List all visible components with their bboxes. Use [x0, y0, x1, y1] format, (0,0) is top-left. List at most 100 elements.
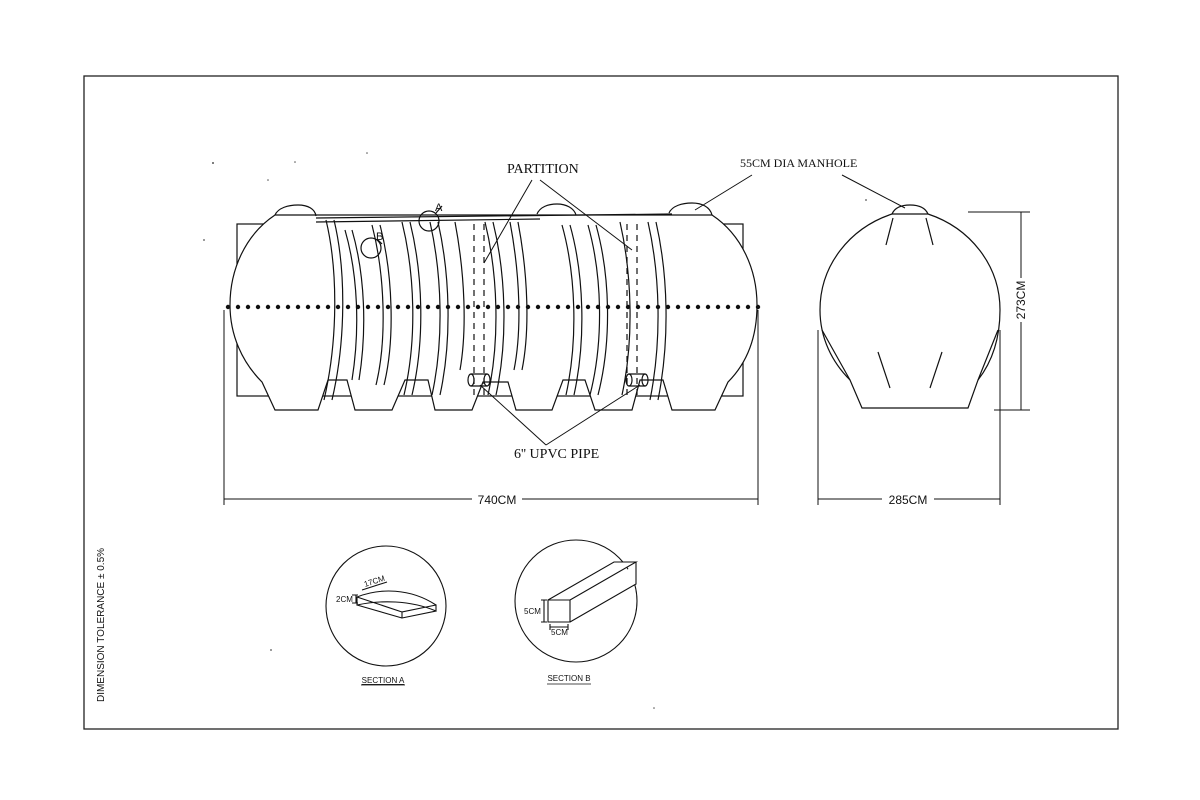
- tank-top-line: [315, 213, 673, 219]
- centerline-dot: [565, 304, 571, 310]
- centerline-dot: [545, 304, 551, 310]
- rib-7: [484, 221, 505, 396]
- centerline-dot: [575, 304, 581, 310]
- height-dimension: 273CM: [1014, 281, 1028, 320]
- centerline-dot: [705, 304, 711, 310]
- scan-specks: [203, 152, 867, 709]
- section-b-title: SECTION B: [547, 674, 590, 683]
- partition-lines: [473, 224, 638, 398]
- centerline-dot: [625, 304, 631, 310]
- end-view: [819, 204, 1001, 409]
- marker-b-label: B: [376, 231, 383, 243]
- centerline-dot: [415, 304, 421, 310]
- manhole-label: 55CM DIA MANHOLE: [740, 156, 857, 170]
- dimension-lines: [223, 211, 1030, 505]
- section-b-width: 5CM: [551, 628, 568, 637]
- section-b-bar: [547, 561, 639, 623]
- section-a-profile: [356, 590, 437, 619]
- centerline-dot: [465, 304, 471, 310]
- centerline-dot: [265, 304, 271, 310]
- end-view-lower-flare: [821, 329, 999, 381]
- tolerance-note: DIMENSION TOLERANCE ± 0.5%: [96, 548, 107, 702]
- centerline-dot: [675, 304, 681, 310]
- end-view-manhole: [891, 204, 929, 215]
- rib-8: [509, 221, 528, 371]
- centerline-dot: [525, 304, 531, 310]
- rib-3: [371, 224, 392, 386]
- centerline-dot: [315, 304, 321, 310]
- centerline-dot: [615, 304, 621, 310]
- section-a-width: 17CM: [363, 574, 386, 589]
- section-marker-b: [360, 237, 382, 259]
- centerline-dot: [385, 304, 391, 310]
- centerline-dot: [235, 304, 241, 310]
- centerline-dot: [425, 304, 431, 310]
- centerline-dot: [685, 304, 691, 310]
- upvc-pipe-2: [625, 373, 649, 387]
- side-view: [229, 202, 758, 411]
- manhole-3: [668, 202, 713, 216]
- section-b-circle: [514, 539, 638, 663]
- centerline-dot: [335, 304, 341, 310]
- centerline-dot: [375, 304, 381, 310]
- end-view-outline: [819, 213, 1001, 409]
- marker-a-label: A: [435, 202, 443, 214]
- centerline-dot: [485, 304, 491, 310]
- centerline-dot: [755, 304, 761, 310]
- centerline-dot: [435, 304, 441, 310]
- section-a-thickness: 2CM: [336, 595, 353, 604]
- section-b-height: 5CM: [524, 607, 541, 616]
- centerline-dot: [305, 304, 311, 310]
- leader-lines: [479, 174, 906, 446]
- partition-label: PARTITION: [507, 162, 579, 177]
- side-centerline-dots: [225, 304, 761, 310]
- centerline-dot: [515, 304, 521, 310]
- centerline-dot: [455, 304, 461, 310]
- centerline-dot: [555, 304, 561, 310]
- centerline-dot: [345, 304, 351, 310]
- centerline-dot: [365, 304, 371, 310]
- length-dimension: 740CM: [478, 493, 517, 507]
- pipe-label: 6'' UPVC PIPE: [514, 447, 599, 462]
- upvc-pipe-1: [467, 373, 491, 387]
- centerline-dot: [745, 304, 751, 310]
- end-view-brace-bottom: [877, 351, 943, 389]
- section-a-circle: [325, 545, 447, 667]
- manhole-2: [536, 203, 577, 216]
- rib-1: [323, 219, 344, 401]
- centerline-dot: [405, 304, 411, 310]
- centerline-dot: [245, 304, 251, 310]
- centerline-dot: [725, 304, 731, 310]
- centerline-dot: [355, 304, 361, 310]
- tank-outline: [229, 214, 758, 411]
- centerline-dot: [715, 304, 721, 310]
- tank-top-line-inner: [315, 218, 541, 223]
- centerline-dot: [325, 304, 331, 310]
- centerline-dot: [695, 304, 701, 310]
- centerline-dot: [495, 304, 501, 310]
- section-a-detail: [325, 545, 447, 667]
- rib-2: [344, 229, 365, 381]
- rib-4: [401, 221, 422, 396]
- rib-6: [454, 221, 465, 371]
- centerline-dot: [645, 304, 651, 310]
- centerline-dot: [395, 304, 401, 310]
- rib-9: [561, 224, 583, 396]
- centerline-dot: [275, 304, 281, 310]
- centerline-dot: [585, 304, 591, 310]
- centerline-dot: [655, 304, 661, 310]
- section-marker-a: [418, 210, 440, 232]
- centerline-dot: [255, 304, 261, 310]
- centerline-dot: [295, 304, 301, 310]
- centerline-dot: [475, 304, 481, 310]
- centerline-dot: [665, 304, 671, 310]
- width-dimension: 285CM: [889, 493, 928, 507]
- centerline-dot: [595, 304, 601, 310]
- centerline-dot: [505, 304, 511, 310]
- section-a-title: SECTION A: [362, 676, 405, 685]
- section-b-detail: [514, 539, 639, 663]
- manhole-1: [274, 204, 317, 217]
- centerline-dot: [225, 304, 231, 310]
- centerline-dot: [735, 304, 741, 310]
